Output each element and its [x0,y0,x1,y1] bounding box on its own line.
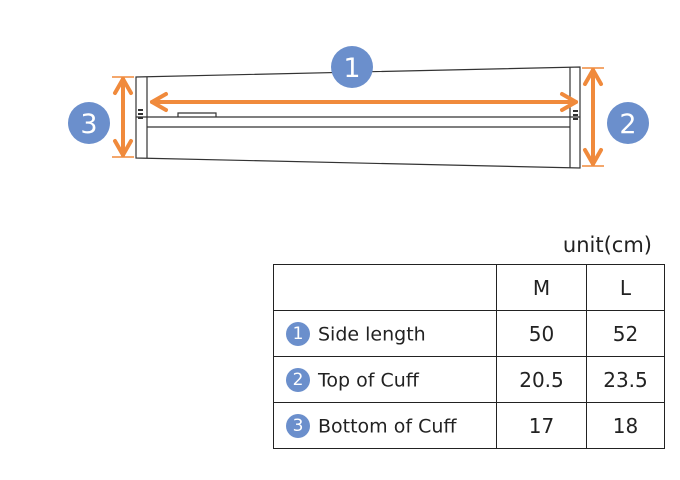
stitch-marks [138,109,578,120]
table-row: 2 Top of Cuff 20.5 23.5 [273,356,665,403]
table-row: 3 Bottom of Cuff 17 18 [273,402,665,449]
value-l: 23.5 [586,356,665,403]
number-badge: 1 [286,322,310,347]
unit-label: unit(cm) [562,233,652,257]
header-empty-cell [273,264,497,311]
bottom-cuff-arrow [113,77,133,157]
side-length-arrow [150,92,578,112]
row-label: Side length [318,323,426,346]
table-row: 1 Side length 50 52 [273,310,665,357]
measurement-arrows [113,68,603,166]
svg-text:1: 1 [343,53,360,84]
value-m: 20.5 [496,356,587,403]
row-label: Top of Cuff [318,369,419,392]
value-l: 52 [586,310,665,357]
svg-text:3: 3 [80,109,97,140]
marker-1: 1 [331,46,373,88]
header-l: L [586,264,665,311]
table-header-row: M L [273,264,665,311]
value-m: 50 [496,310,587,357]
number-badge: 3 [286,414,310,439]
row-label-cell: 1 Side length [273,310,497,357]
size-table: M L 1 Side length 50 52 2 Top of Cuff 20.5… [273,264,665,449]
value-l: 18 [586,402,665,449]
row-label-cell: 2 Top of Cuff [273,356,497,403]
marker-3: 3 [68,102,110,144]
row-label: Bottom of Cuff [318,415,457,438]
dimension-ticks [112,67,604,167]
row-label-cell: 3 Bottom of Cuff [273,402,497,449]
number-badge: 2 [286,368,310,393]
header-m: M [496,264,587,311]
sleeve-diagram: 1 2 3 [68,46,649,169]
sleeve-outline [135,66,581,169]
svg-text:2: 2 [619,109,636,140]
value-m: 17 [496,402,587,449]
marker-2: 2 [607,102,649,144]
top-cuff-arrow [583,68,603,166]
